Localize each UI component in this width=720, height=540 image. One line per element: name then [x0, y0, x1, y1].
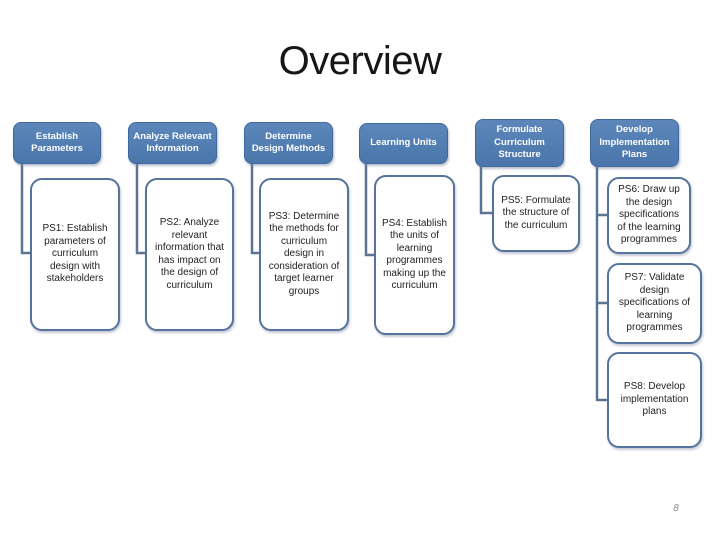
stage-header-label: Formulate Curriculum Structure — [494, 124, 545, 161]
process-step-text: PS3: Determine the methods for curriculu… — [268, 210, 340, 297]
process-step-ps5: PS5: Formulate the structure of the curr… — [492, 175, 580, 252]
connector-ps2 — [135, 160, 147, 255]
stage-header-learning-units: Learning Units — [359, 123, 448, 164]
process-step-text: PS4: Establish the units of learning pro… — [381, 217, 448, 292]
process-step-ps8: PS8: Develop implementation plans — [607, 352, 702, 448]
process-step-text: PS8: Develop implementation plans — [620, 381, 689, 418]
stage-header-label: Determine Design Methods — [251, 130, 326, 155]
stage-header-determine-design-methods: Determine Design Methods — [244, 122, 333, 164]
connector-ps1 — [20, 160, 32, 255]
process-step-ps1: PS1: Establish parameters of curriculum … — [30, 178, 120, 331]
stage-header-develop-implementation-plans: Develop Implementation Plans — [590, 119, 679, 167]
process-step-text: PS1: Establish parameters of curriculum … — [42, 223, 108, 285]
process-step-ps2: PS2: Analyze relevant information that h… — [145, 178, 234, 331]
stage-header-label: Analyze Relevant Information — [133, 130, 212, 155]
connector-ps4 — [364, 160, 376, 257]
process-step-text: PS5: Formulate the structure of the curr… — [501, 194, 571, 231]
stage-header-label: Establish Parameters — [31, 130, 83, 155]
stage-header-label: Learning Units — [370, 137, 437, 149]
stage-header-analyze-relevant-information: Analyze Relevant Information — [128, 122, 217, 164]
page-number: 8 — [673, 503, 679, 514]
stage-header-establish-parameters: Establish Parameters — [13, 122, 101, 164]
connector-ps3 — [250, 160, 262, 255]
process-step-ps3: PS3: Determine the methods for curriculu… — [259, 178, 349, 331]
process-step-ps4: PS4: Establish the units of learning pro… — [374, 175, 455, 335]
process-step-ps7: PS7: Validate design specifications of l… — [607, 263, 702, 344]
process-step-text: PS7: Validate design specifications of l… — [618, 272, 691, 334]
process-step-ps6: PS6: Draw up the design specifications o… — [607, 177, 691, 254]
process-step-text: PS2: Analyze relevant information that h… — [155, 217, 224, 291]
slide-title: Overview — [278, 39, 442, 83]
connector-ps5 — [479, 163, 494, 215]
process-step-text: PS6: Draw up the design specifications o… — [617, 184, 681, 246]
stage-header-label: Develop Implementation Plans — [599, 124, 670, 161]
stage-header-formulate-curriculum-structure: Formulate Curriculum Structure — [475, 119, 564, 167]
